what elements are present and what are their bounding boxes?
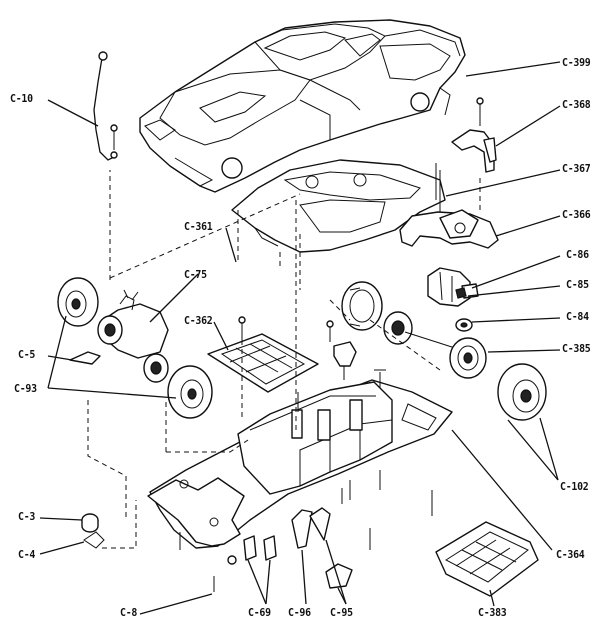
callout-c85: C-85 <box>566 278 589 291</box>
callout-c10: C-10 <box>10 92 33 105</box>
callout-c362: C-362 <box>184 314 213 327</box>
callout-c361: C-361 <box>184 220 213 233</box>
callout-c86: C-86 <box>566 248 589 261</box>
callout-c75: C-75 <box>184 268 207 281</box>
pickup-shoes <box>243 488 371 589</box>
callout-c367: C-367 <box>562 162 591 175</box>
callout-c93: C-93 <box>14 382 37 395</box>
callout-c4: C-4 <box>18 548 36 561</box>
callout-c364: C-364 <box>556 548 585 561</box>
motor-armature <box>427 267 479 307</box>
callout-c366: C-366 <box>562 208 591 221</box>
assembly-guide-lines <box>87 170 481 549</box>
callout-c383: C-383 <box>478 606 507 619</box>
callout-c8: C-8 <box>120 606 138 619</box>
motor-housing <box>399 163 499 249</box>
callout-c84: C-84 <box>566 310 589 323</box>
callout-c5: C-5 <box>18 348 36 361</box>
car-body-shell <box>139 19 466 193</box>
gear-part <box>455 318 473 332</box>
callout-c3: C-3 <box>18 510 36 523</box>
callout-leader-lines <box>39 61 561 615</box>
callout-c69: C-69 <box>248 606 271 619</box>
pickup-bracket <box>326 320 357 380</box>
guide-flag-part <box>451 97 497 173</box>
lock-plate-grid <box>207 316 319 393</box>
rear-axle-assembly <box>341 281 547 421</box>
callout-c95: C-95 <box>330 606 353 619</box>
inner-body-frame <box>231 159 446 253</box>
small-hardware <box>69 51 118 549</box>
callout-c385: C-385 <box>562 342 591 355</box>
front-axle-assembly <box>57 277 213 419</box>
callout-c368: C-368 <box>562 98 591 111</box>
callout-c399: C-399 <box>562 56 591 69</box>
bottom-pan <box>147 477 245 592</box>
callout-c102: C-102 <box>560 480 589 493</box>
spare-tire-grid <box>435 521 539 597</box>
callout-c96: C-96 <box>288 606 311 619</box>
